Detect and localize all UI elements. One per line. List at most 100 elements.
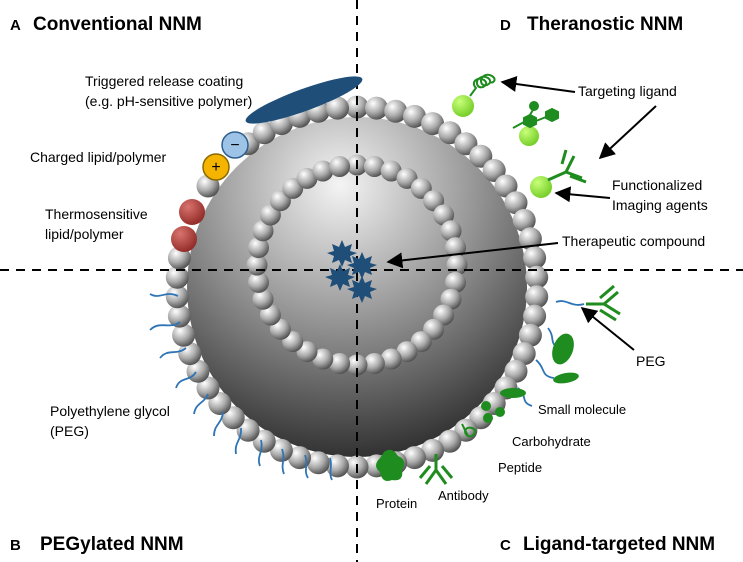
lipid-bead (380, 348, 402, 370)
lipid-bead (512, 342, 536, 366)
thermosensitive-lipid-1 (179, 199, 205, 225)
peg-chain (555, 300, 585, 306)
label-targeting: Targeting ligand (578, 83, 677, 99)
therapeutic-compound-cluster (325, 240, 377, 303)
drug-molecule (347, 276, 377, 303)
lipid-bead (445, 237, 466, 259)
label-small-molecule: Small molecule (538, 402, 626, 417)
peptide-tether (461, 423, 469, 437)
label-therapeutic: Therapeutic compound (562, 233, 705, 249)
lipid-bead (165, 265, 189, 289)
lipid-bead (523, 304, 547, 328)
lipid-bead (306, 451, 330, 475)
lipid-bead (259, 304, 281, 326)
lipid-bead (178, 342, 202, 366)
lipid-bead (248, 271, 269, 293)
quadrant-d-title: Theranostic NNM (527, 14, 683, 35)
lipid-bead (403, 104, 426, 128)
lipid-bead (512, 208, 536, 232)
protein-icon (376, 449, 405, 481)
quadrant-a-letter: A (10, 17, 21, 34)
arrow-targeting-ligand-2 (598, 105, 657, 160)
lipid-bead (363, 156, 385, 177)
quadrant-a-title: Conventional NNM (33, 14, 202, 35)
charged-lipid-negative (221, 131, 249, 159)
label-peptide: Peptide (498, 460, 542, 475)
arrow-peg (580, 306, 635, 351)
targeting-ligand-coil (469, 73, 496, 97)
lipid-bead (252, 220, 274, 242)
triggered-release-coating (245, 76, 363, 124)
lipid-bead (504, 359, 528, 383)
label-peg-line1: Polyethylene glycol (50, 403, 170, 419)
lipid-bead (248, 237, 269, 259)
lipid-bead (518, 323, 542, 347)
label-peg: PEG (636, 353, 666, 369)
lipid-bead (165, 285, 189, 309)
lipid-bead (269, 438, 293, 462)
lipid-bead (504, 191, 528, 215)
lipid-bead (365, 96, 388, 120)
quadrant-b-letter: B (10, 537, 21, 554)
lipid-bead (252, 429, 276, 453)
label-triggered-line1: Triggered release coating (85, 73, 243, 89)
drug-molecule (347, 252, 377, 279)
minus-symbol: − (230, 137, 239, 154)
lipid-bead (288, 446, 311, 470)
label-functionalized-line1: Functionalized (612, 177, 702, 193)
lipid-bead (421, 112, 445, 136)
small-molecule-icon (553, 372, 579, 384)
antibody-icon (547, 149, 587, 184)
lipid-bead (329, 353, 351, 374)
lipid-bead (196, 376, 220, 400)
drug-molecule (325, 264, 355, 291)
lipid-bead (523, 246, 547, 270)
lipid-bead (384, 99, 408, 123)
ligand-set (376, 284, 621, 485)
label-peg-line2: (PEG) (50, 423, 89, 439)
lipid-bead (380, 160, 402, 182)
lipid-bead (312, 348, 334, 370)
antibody-icon (418, 454, 454, 485)
quadrant-b-title: PEGylated NNM (40, 534, 184, 555)
lipid-bead (494, 174, 518, 198)
peg-chains (149, 293, 333, 481)
lipid-bead (403, 446, 426, 470)
lipid-bead (433, 204, 455, 226)
lipid-bead (172, 323, 196, 347)
lipid-bead (252, 121, 276, 145)
lipid-bead (345, 95, 369, 119)
arrow-targeting-ligand (500, 76, 576, 93)
quadrant-d-letter: D (500, 17, 511, 34)
quadrant-c-title: Ligand-targeted NNM (523, 534, 715, 555)
imaging-agent (530, 176, 552, 198)
lipid-bead (438, 121, 462, 145)
lipid-bead (525, 265, 549, 289)
label-functionalized-line2: Imaging agents (612, 197, 708, 213)
lipid-bead (440, 288, 462, 310)
carbohydrate-icon (481, 401, 505, 423)
lipid-bead (525, 285, 549, 309)
lipid-bead (438, 429, 462, 453)
targeting-ligand-chain (512, 101, 559, 129)
label-thermo-line2: lipid/polymer (45, 226, 124, 242)
lipid-bead (440, 220, 462, 242)
small-molecule-icon (500, 388, 526, 398)
lipid-bead (445, 271, 466, 293)
arrow-imaging (554, 186, 611, 203)
imaging-agent (452, 95, 474, 117)
lipid-bead (312, 160, 334, 182)
thermosensitive-lipid-2 (171, 226, 197, 252)
lipid-bead (326, 454, 349, 478)
imaging-agent (519, 126, 539, 146)
antibody-icon (586, 284, 621, 322)
protein-icon (552, 333, 574, 365)
arrow-therapeutic (386, 242, 559, 269)
drug-molecule (327, 240, 357, 267)
plus-symbol: + (211, 159, 220, 176)
lipid-bead (329, 156, 351, 177)
label-protein: Protein (376, 496, 417, 511)
quadrant-c-letter: C (500, 537, 511, 554)
label-charged: Charged lipid/polymer (30, 149, 167, 165)
